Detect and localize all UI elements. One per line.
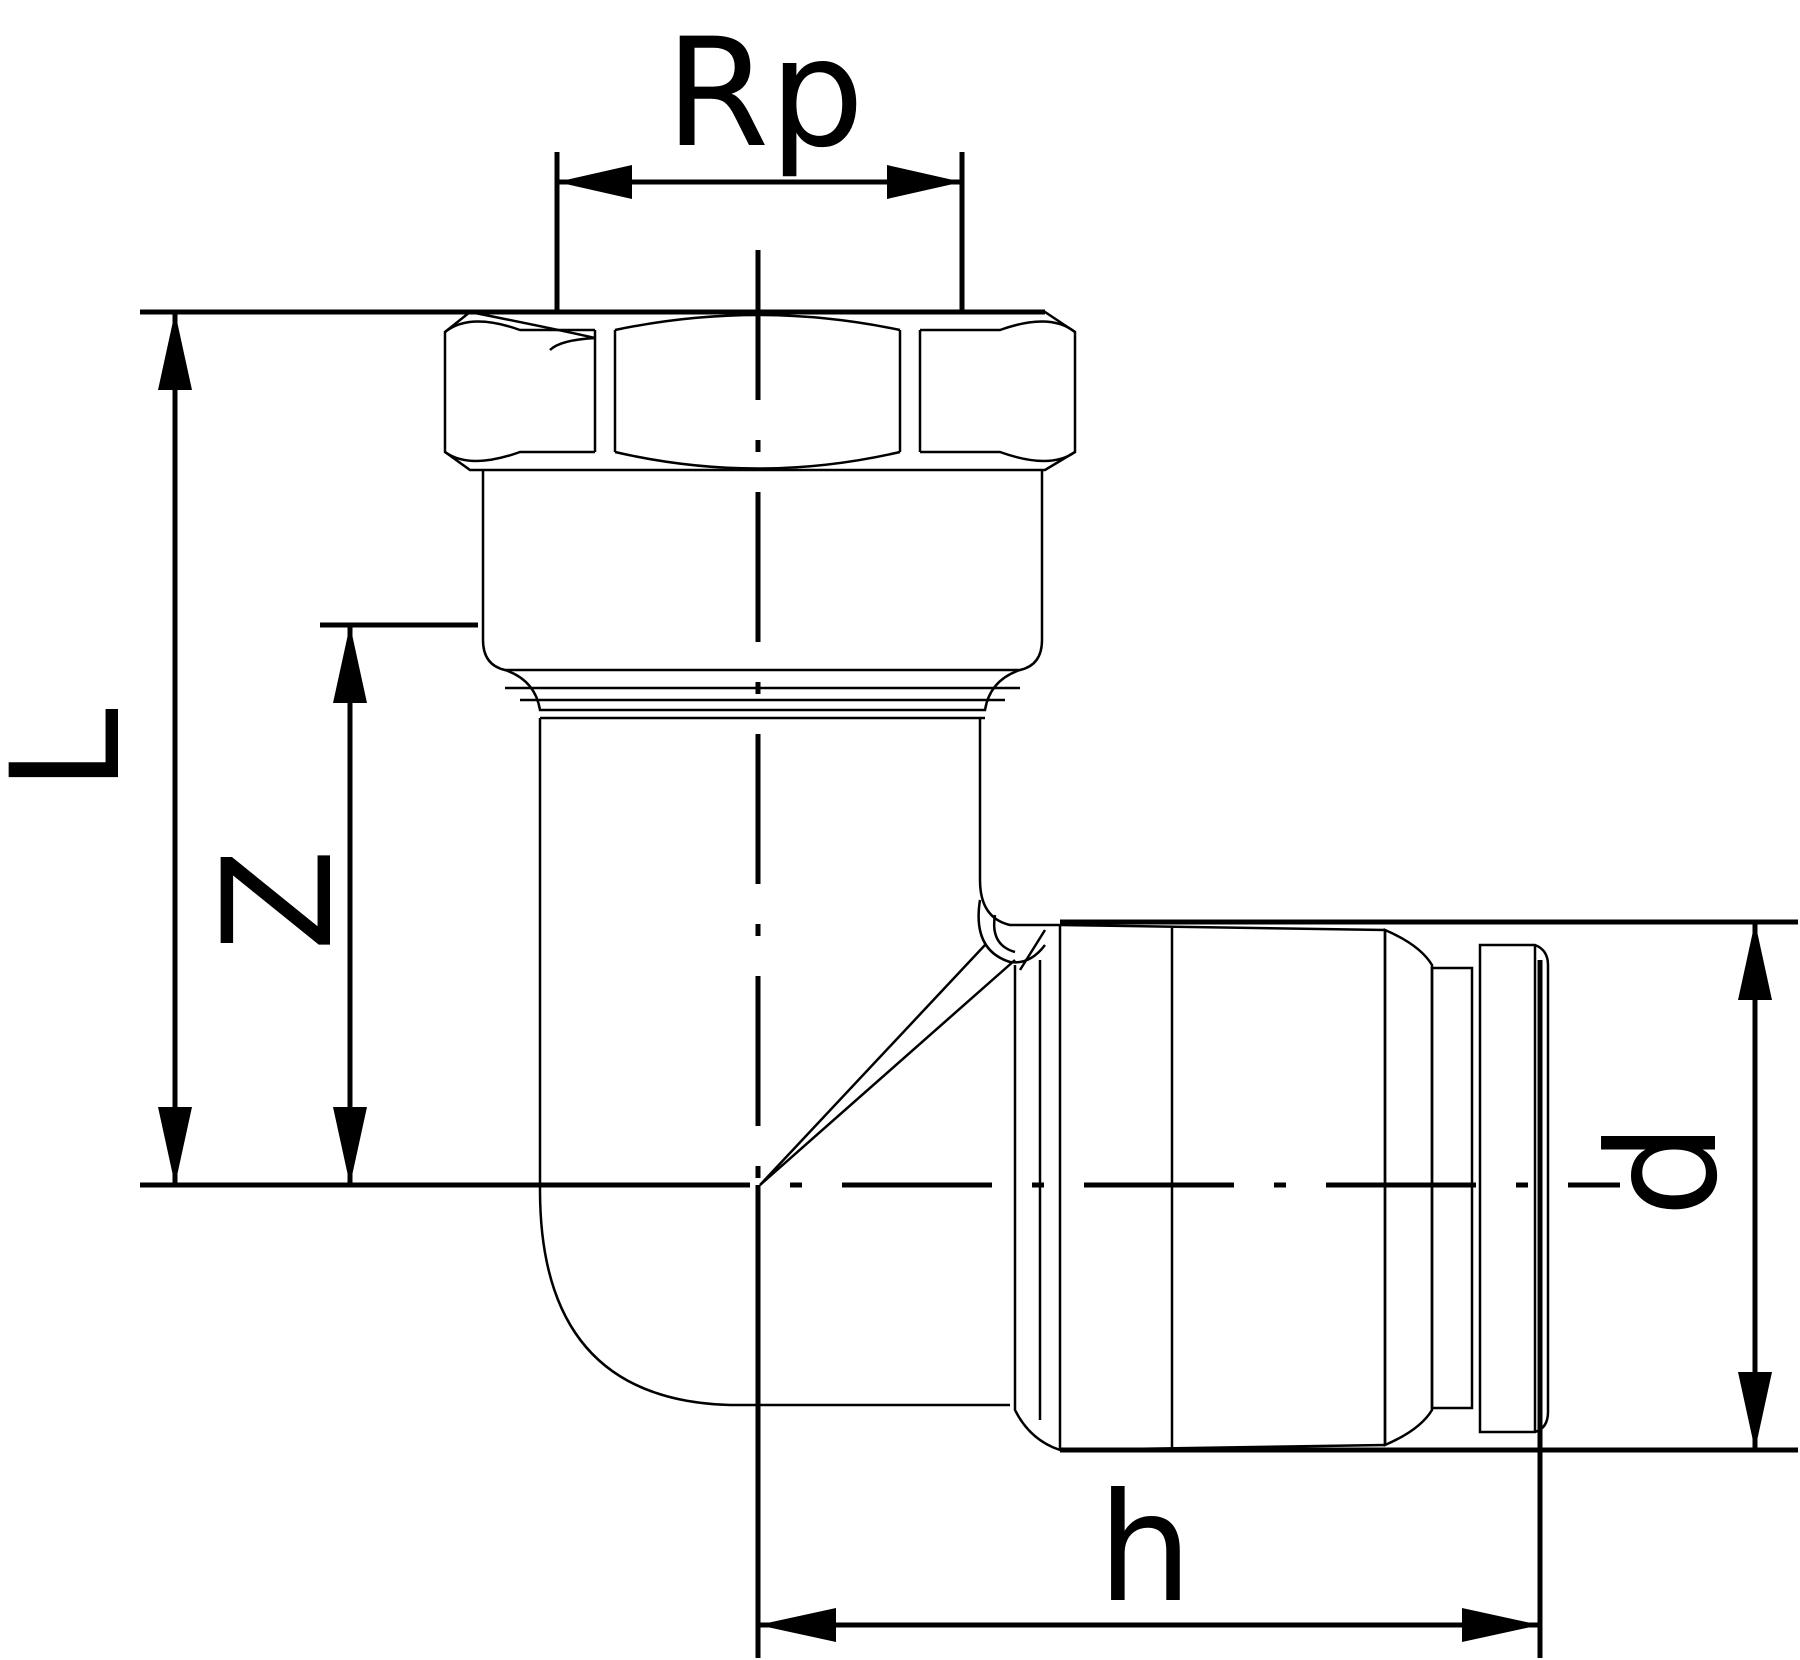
arrowhead (758, 1608, 836, 1642)
arrowhead (887, 165, 962, 199)
z-label: Z (192, 849, 366, 952)
dimension-rp: Rp (554, 7, 965, 312)
arrowhead (557, 165, 632, 199)
l-label: L (0, 708, 154, 792)
arrowhead (333, 625, 367, 703)
arrowhead (333, 1107, 367, 1185)
rp-label: Rp (665, 7, 864, 181)
dimension-z: Z (192, 622, 478, 1185)
h-label: h (1097, 1462, 1192, 1636)
d-label: d (1577, 1122, 1751, 1217)
arrowhead (1462, 1608, 1540, 1642)
hex-nut (443, 310, 1077, 472)
dimension-h: h (755, 960, 1543, 1658)
dimension-l: L (0, 309, 1045, 1188)
arrowhead (158, 1107, 192, 1185)
centerlines (600, 250, 1620, 1190)
arrowhead (158, 312, 192, 390)
arrowhead (1738, 1372, 1772, 1450)
fitting-body (481, 470, 1060, 1407)
arrowhead (1738, 922, 1772, 1000)
dimension-d: d (1060, 919, 1798, 1453)
